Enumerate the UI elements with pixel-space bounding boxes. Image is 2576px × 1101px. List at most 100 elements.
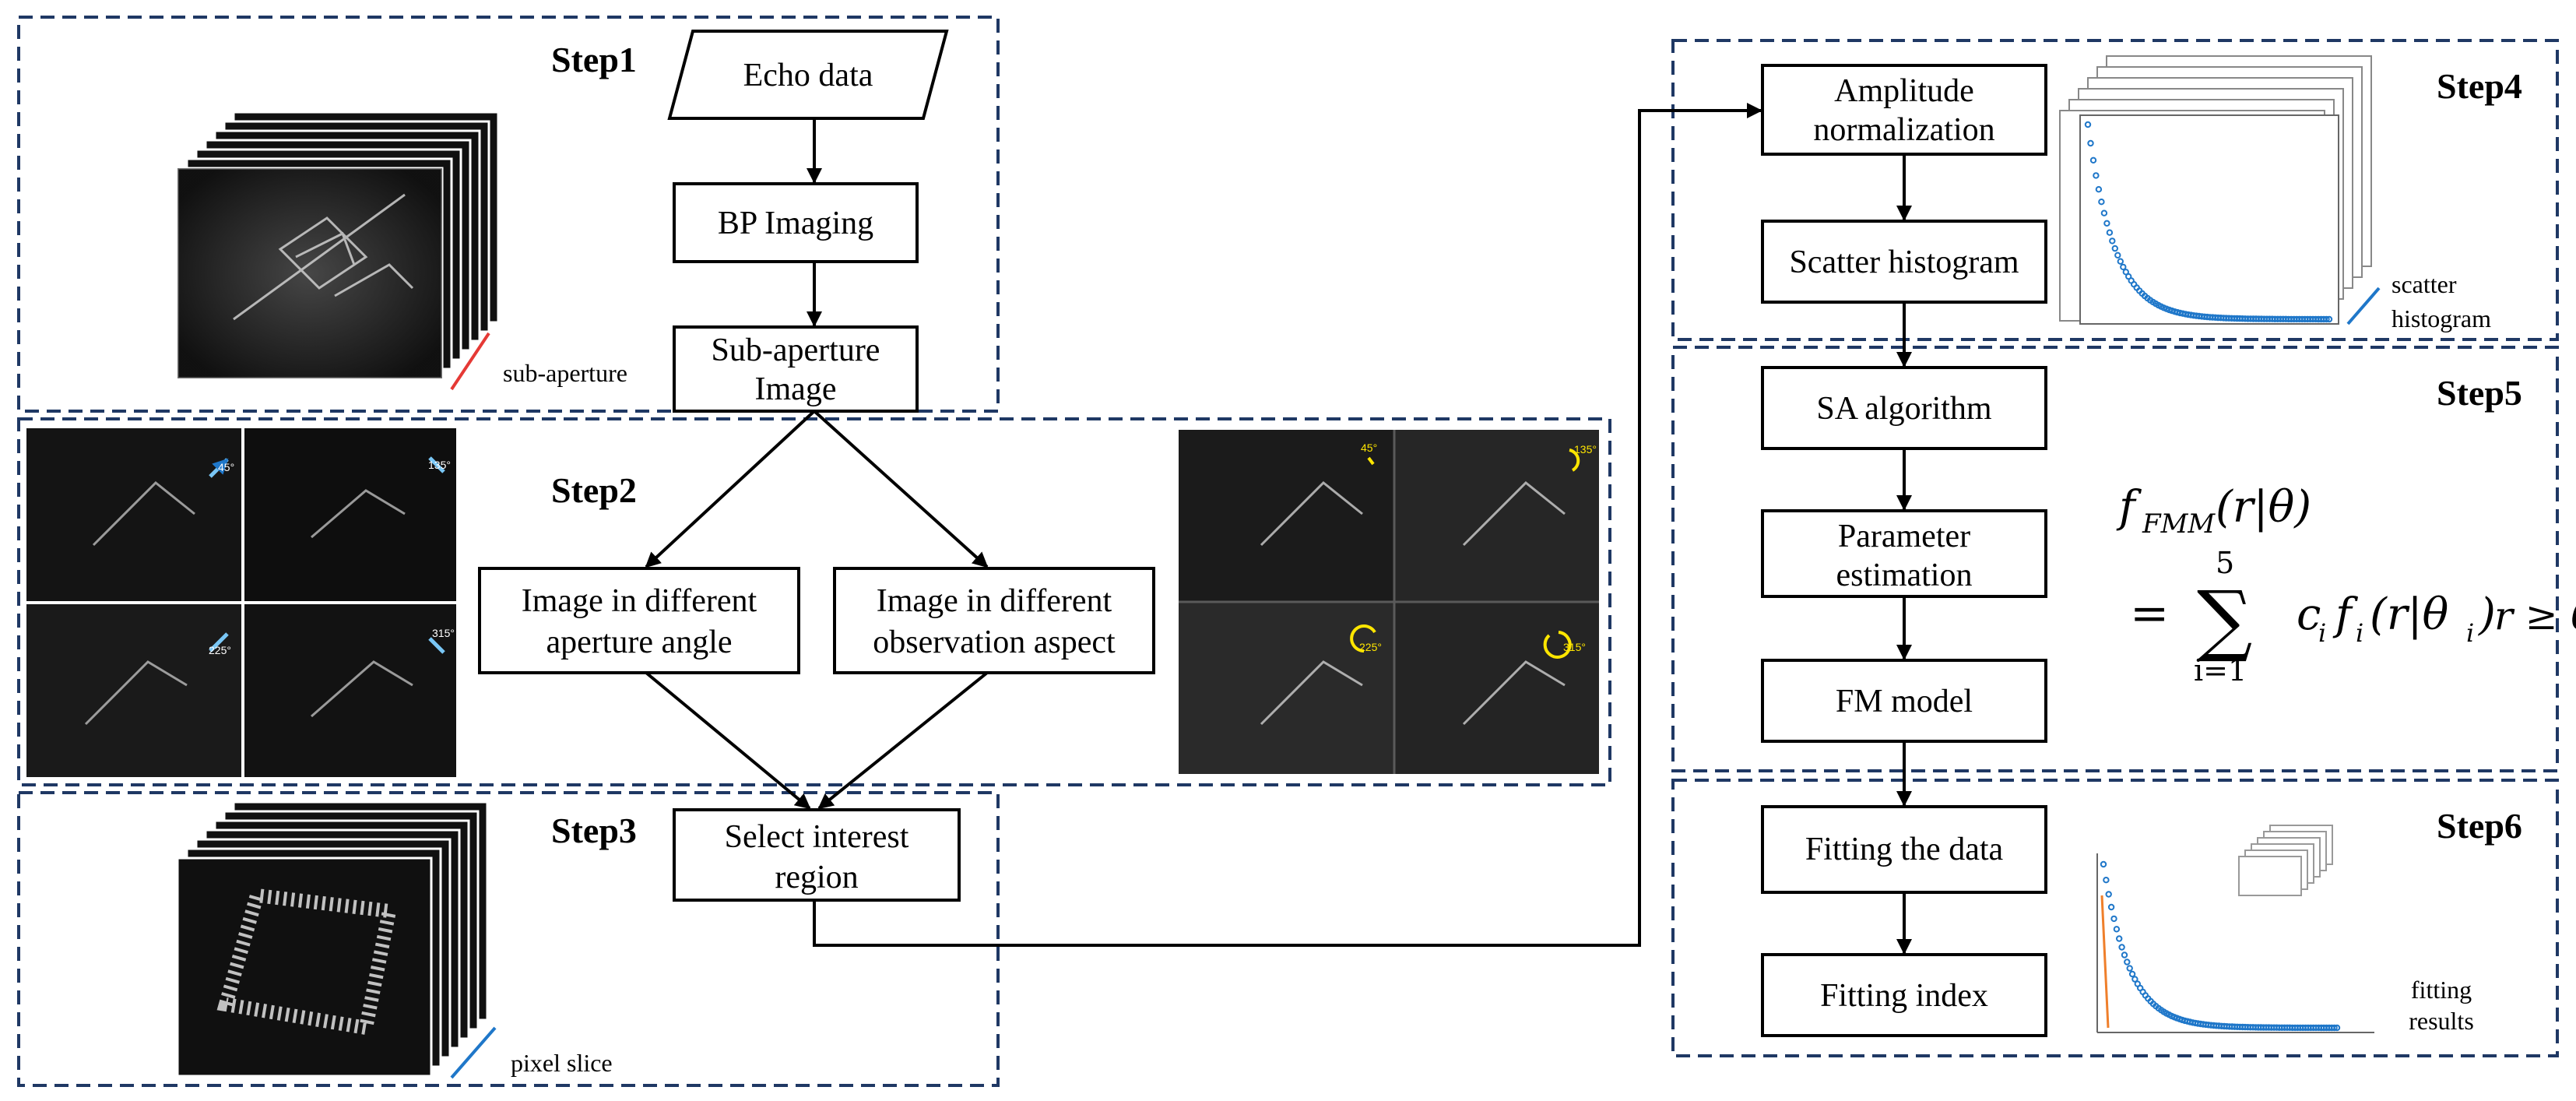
curve-marker (2087, 139, 2094, 147)
fitting-data-label: Fitting the data (1805, 832, 2004, 867)
amplitude-label-2: normalization (1813, 112, 1994, 148)
bp-imaging-node (673, 182, 919, 263)
svg-text:∑: ∑ (2197, 574, 2252, 665)
fitting-caption-1: fitting (2411, 976, 2472, 1004)
amplitude-normalization-node (1761, 64, 2047, 156)
observation-aspect-node (833, 567, 1155, 674)
aperture-angle-label-1: Image in different (522, 583, 757, 619)
parameter-label-2: estimation (1836, 558, 1973, 593)
curve-marker (2323, 315, 2330, 323)
parameter-estimation-node (1761, 509, 2047, 598)
step4-frame (1671, 39, 2559, 341)
curve-marker (2122, 269, 2130, 276)
step3-label: Step3 (551, 811, 637, 850)
fitting-index-label: Fitting index (1820, 978, 1988, 1014)
curve-marker (2089, 157, 2097, 164)
curve-marker (2116, 935, 2123, 942)
aspect-315-label: 315° (1563, 641, 1586, 653)
select-region-node (673, 808, 961, 902)
svg-text:c: c (2297, 589, 2321, 640)
curve-marker (2131, 976, 2138, 983)
step6-frame (1671, 779, 2559, 1057)
curve-marker (2117, 258, 2124, 265)
svg-text:i: i (2318, 618, 2326, 648)
curve-marker (2121, 952, 2128, 959)
sub-aperture-label-2: Image (755, 371, 837, 407)
select-region-label-1: Select interest (725, 819, 909, 855)
step1-frame (17, 16, 1000, 413)
sub-aperture-label-1: Sub-aperture (712, 332, 880, 368)
connector-select-to-amplitude (813, 103, 1762, 947)
scatter-caption-1: scatter (2391, 270, 2457, 298)
curve-marker (2106, 229, 2114, 236)
aperture-225-label: 225° (209, 644, 231, 656)
aperture-angle-label-2: aperture angle (546, 624, 732, 660)
bp-imaging-label: BP Imaging (718, 206, 873, 241)
arrow-sub-aperture-angle (645, 410, 816, 568)
svg-text:FMM: FMM (2142, 508, 2216, 540)
fm-model-label: FM model (1836, 684, 1973, 719)
sa-algorithm-label: SA algorithm (1816, 391, 1992, 427)
scatter-histogram-plot (2059, 55, 2372, 325)
arrow-aperture-select (645, 671, 811, 810)
curve-marker (2114, 252, 2121, 259)
aspect-225-label: 225° (1359, 641, 1382, 653)
select-region-label-2: region (775, 860, 858, 895)
curve-marker (2120, 263, 2127, 271)
svg-text:i: i (2356, 618, 2363, 648)
aperture-angle-node (478, 567, 800, 674)
curve-marker (2325, 315, 2333, 323)
aspect-135-label: 135° (1574, 443, 1597, 456)
aperture-angle-images: 45° 135° 225° 315° (26, 428, 456, 777)
svg-text:): ) (2478, 589, 2496, 640)
step6-label: Step6 (2437, 806, 2522, 846)
fitting-caption-2: results (2409, 1007, 2474, 1035)
scatter-histogram-arrow (2346, 287, 2381, 325)
sub-aperture-image-stack (176, 111, 500, 380)
curve-marker (2109, 237, 2116, 244)
curve-marker (2103, 877, 2110, 884)
step2-frame (17, 417, 1611, 786)
aperture-315-label: 315° (432, 627, 455, 639)
curve-marker (2095, 186, 2103, 193)
echo-data-label: Echo data (743, 58, 873, 93)
pixel-slice-arrow (450, 1026, 497, 1079)
amplitude-label-1: Amplitude (1834, 73, 1974, 109)
observation-aspect-images: 45° 135° 225° 315° (1179, 430, 1599, 774)
curve-marker (2105, 891, 2112, 898)
step2-label: Step2 (551, 470, 637, 510)
svg-text:r ≥ 0: r ≥ 0 (2494, 593, 2576, 638)
observation-aspect-label-1: Image in different (877, 583, 1112, 619)
step1-label: Step1 (551, 40, 637, 79)
curve-marker (2100, 209, 2108, 216)
fitting-index-node (1761, 953, 2047, 1037)
curve-marker (2331, 1024, 2338, 1032)
scatter-caption-2: histogram (2391, 304, 2491, 332)
curve-marker (2093, 172, 2100, 179)
aperture-135-label: 135° (428, 459, 451, 471)
svg-text:5: 5 (2216, 546, 2234, 580)
curve-marker (2124, 959, 2131, 966)
curve-marker (2333, 1024, 2341, 1032)
fitting-results-plot (2096, 825, 2374, 1033)
svg-text:=: = (2130, 586, 2169, 641)
sub-aperture-image-node (673, 325, 919, 413)
curve-marker (2111, 244, 2119, 252)
fmm-formula: f FMM (r|θ) = ∑ 5 i=1 c i f i (r|θ i ) r… (2116, 482, 2576, 688)
curve-marker (2100, 860, 2107, 868)
step5-label: Step5 (2437, 373, 2522, 413)
aspect-45-label: 45° (1361, 441, 1377, 454)
scatter-histogram-label: Scatter histogram (1789, 244, 2019, 280)
curve-marker (2110, 915, 2117, 923)
curve-marker (2103, 220, 2110, 227)
pixel-slice-caption: pixel slice (511, 1049, 613, 1077)
arrow-sub-observation (813, 410, 989, 568)
curve-marker (2098, 199, 2105, 206)
curve-marker (2118, 944, 2125, 951)
sub-aperture-caption: sub-aperture (503, 359, 627, 387)
curve-marker (2126, 965, 2133, 972)
pixel-slice-stack (176, 800, 489, 1078)
svg-text:i=1: i=1 (2194, 653, 2247, 688)
svg-text:f: f (2332, 589, 2359, 640)
